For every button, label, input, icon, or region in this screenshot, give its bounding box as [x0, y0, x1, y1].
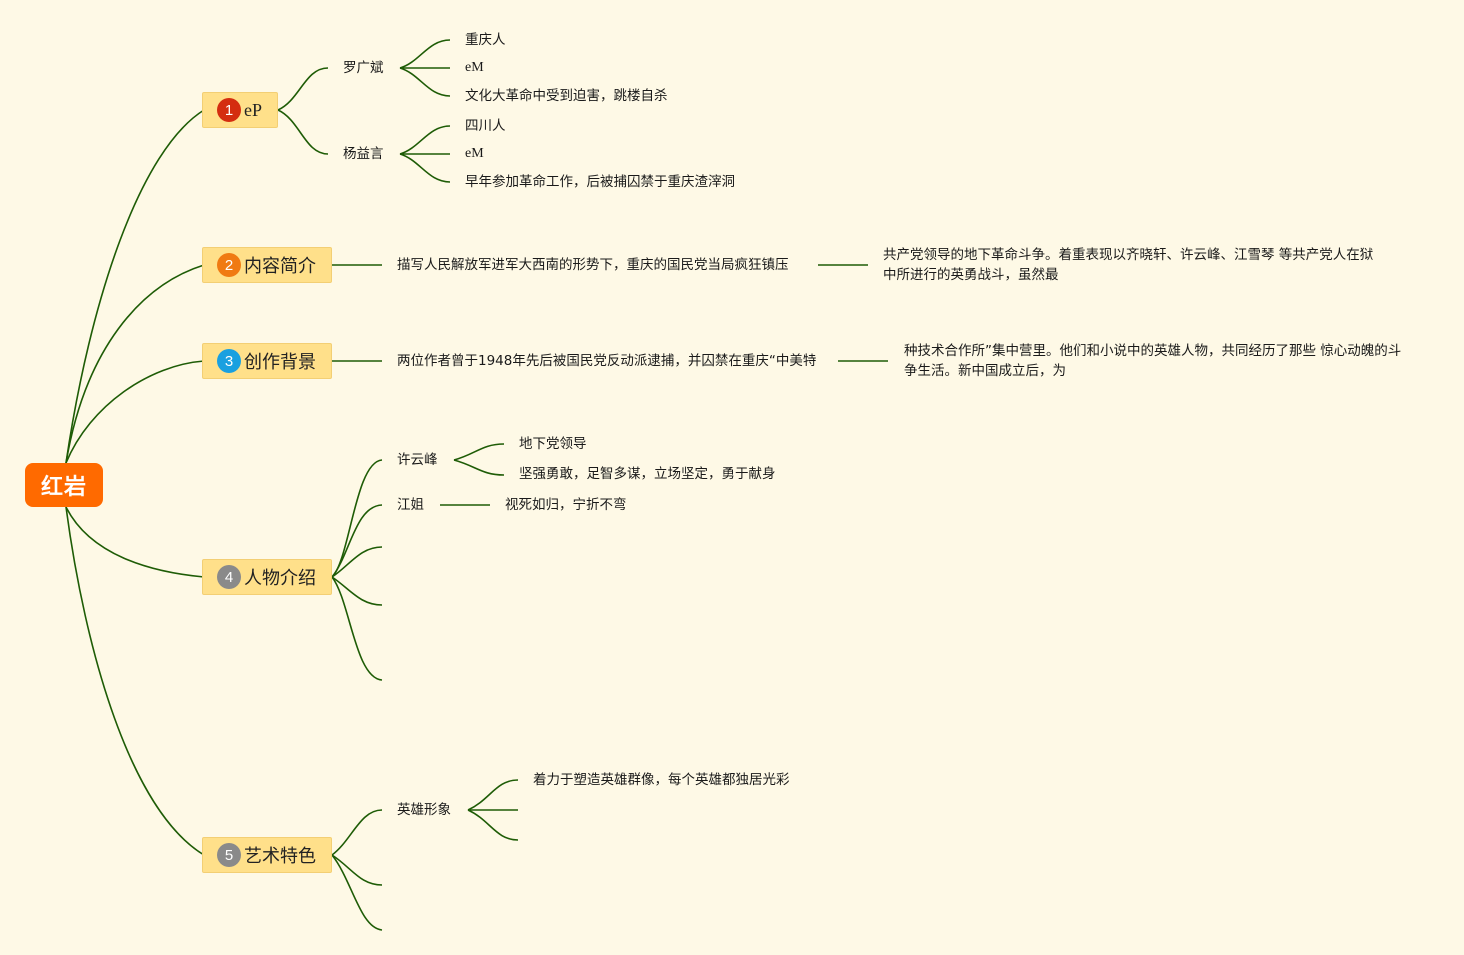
root-topic-label: 红岩: [40, 475, 87, 500]
link-b1-luo: [277, 67, 329, 111]
leaf-xu-2[interactable]: 坚强勇敢，足智多谋，立场坚定，勇于献身: [519, 466, 776, 482]
link-b4-empty1: [331, 546, 383, 578]
link-yang-c3: [399, 153, 451, 183]
background-part-2[interactable]: 种技术合作所”集中营里。他们和小说中的英雄人物，共同经历了那些 惊心动魄的斗争生…: [904, 343, 1402, 379]
subtopic-xu[interactable]: 许云峰: [397, 452, 438, 468]
link-xu-c2: [453, 459, 505, 476]
branch-topic-2[interactable]: 2 内容简介: [202, 247, 332, 283]
link-b5-hero: [331, 809, 383, 856]
link-root-b5: [65, 506, 205, 856]
branch-topic-3-label: 创作背景: [244, 352, 316, 373]
link-luo-c3: [399, 67, 451, 97]
link-b4-xu: [331, 459, 383, 578]
priority-3-icon: 3: [217, 349, 241, 373]
link-hero-c1: [467, 779, 519, 811]
link-root-b1: [65, 109, 205, 464]
leaf-luo-2[interactable]: eM: [465, 60, 484, 75]
leaf-luo-1[interactable]: 重庆人: [465, 32, 506, 48]
link-b4-empty2: [331, 576, 383, 606]
branch-topic-5-label: 艺术特色: [244, 846, 316, 867]
link-b5-empty1: [331, 854, 383, 886]
subtopic-hero[interactable]: 英雄形象: [397, 802, 451, 818]
link-xu-c1: [453, 443, 505, 461]
branch-topic-4[interactable]: 4 人物介绍: [202, 559, 332, 595]
link-b4-empty3: [331, 576, 383, 681]
subtopic-luo[interactable]: 罗广斌: [343, 60, 384, 76]
priority-1-icon: 1: [217, 98, 241, 122]
leaf-yang-1[interactable]: 四川人: [465, 118, 506, 134]
link-b4-jiang: [331, 504, 383, 578]
branch-topic-1[interactable]: 1 eP: [202, 92, 278, 128]
leaf-jiang-1[interactable]: 视死如归，宁折不弯: [505, 497, 627, 513]
link-luo-c1: [399, 39, 451, 69]
branch-topic-4-label: 人物介绍: [244, 568, 316, 589]
leaf-yang-3[interactable]: 早年参加革命工作，后被捕囚禁于重庆渣滓洞: [465, 174, 735, 190]
subtopic-jiang[interactable]: 江姐: [397, 497, 424, 513]
leaf-luo-3[interactable]: 文化大革命中受到迫害，跳楼自杀: [465, 88, 668, 104]
link-hero-c3: [467, 809, 519, 841]
link-b5-empty2: [331, 854, 383, 931]
branch-topic-3[interactable]: 3 创作背景: [202, 343, 332, 379]
leaf-yang-2[interactable]: eM: [465, 146, 484, 161]
summary-part-2[interactable]: 共产党领导的地下革命斗争。着重表现以齐晓轩、许云峰、江雪琴 等共产党人在狱中所进…: [883, 247, 1374, 283]
priority-4-icon: 4: [217, 565, 241, 589]
priority-5-icon: 5: [217, 843, 241, 867]
background-part-1[interactable]: 两位作者曾于1948年先后被国民党反动派逮捕，并囚禁在重庆“中美特: [397, 353, 817, 369]
subtopic-yang[interactable]: 杨益言: [343, 146, 384, 162]
branch-topic-2-label: 内容简介: [244, 256, 316, 277]
summary-part-1[interactable]: 描写人民解放军进军大西南的形势下，重庆的国民党当局疯狂镇压: [397, 257, 789, 273]
link-root-b3: [65, 360, 205, 464]
branch-topic-1-label: eP: [244, 99, 262, 120]
link-yang-c1: [399, 125, 451, 155]
priority-2-icon: 2: [217, 253, 241, 277]
root-topic[interactable]: 红岩: [25, 463, 103, 507]
link-root-b2: [65, 264, 205, 464]
link-b1-yang: [277, 109, 329, 155]
link-root-b4: [65, 506, 205, 578]
leaf-xu-1[interactable]: 地下党领导: [519, 436, 587, 452]
leaf-hero-1[interactable]: 着力于塑造英雄群像，每个英雄都独居光彩: [533, 772, 790, 788]
branch-topic-5[interactable]: 5 艺术特色: [202, 837, 332, 873]
